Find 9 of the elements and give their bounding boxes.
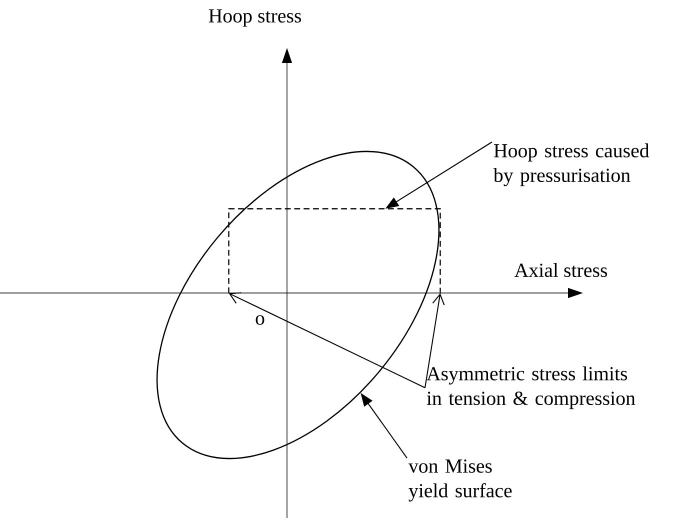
annotation-text: Hoop stress caused by pressurisation bbox=[493, 143, 650, 186]
annotation-text: von Mises yield surface bbox=[408, 459, 512, 502]
axis-label: o bbox=[256, 315, 264, 325]
leader-arrow bbox=[424, 293, 445, 388]
leader-arrow bbox=[228, 292, 426, 388]
dashed-construction-lines bbox=[228, 208, 441, 294]
axis-label: Axial stress bbox=[514, 263, 608, 278]
axis-label: Hoop stress bbox=[208, 9, 302, 27]
annotation-text: Asymmetric stress limits in tension & compression bbox=[426, 366, 636, 410]
